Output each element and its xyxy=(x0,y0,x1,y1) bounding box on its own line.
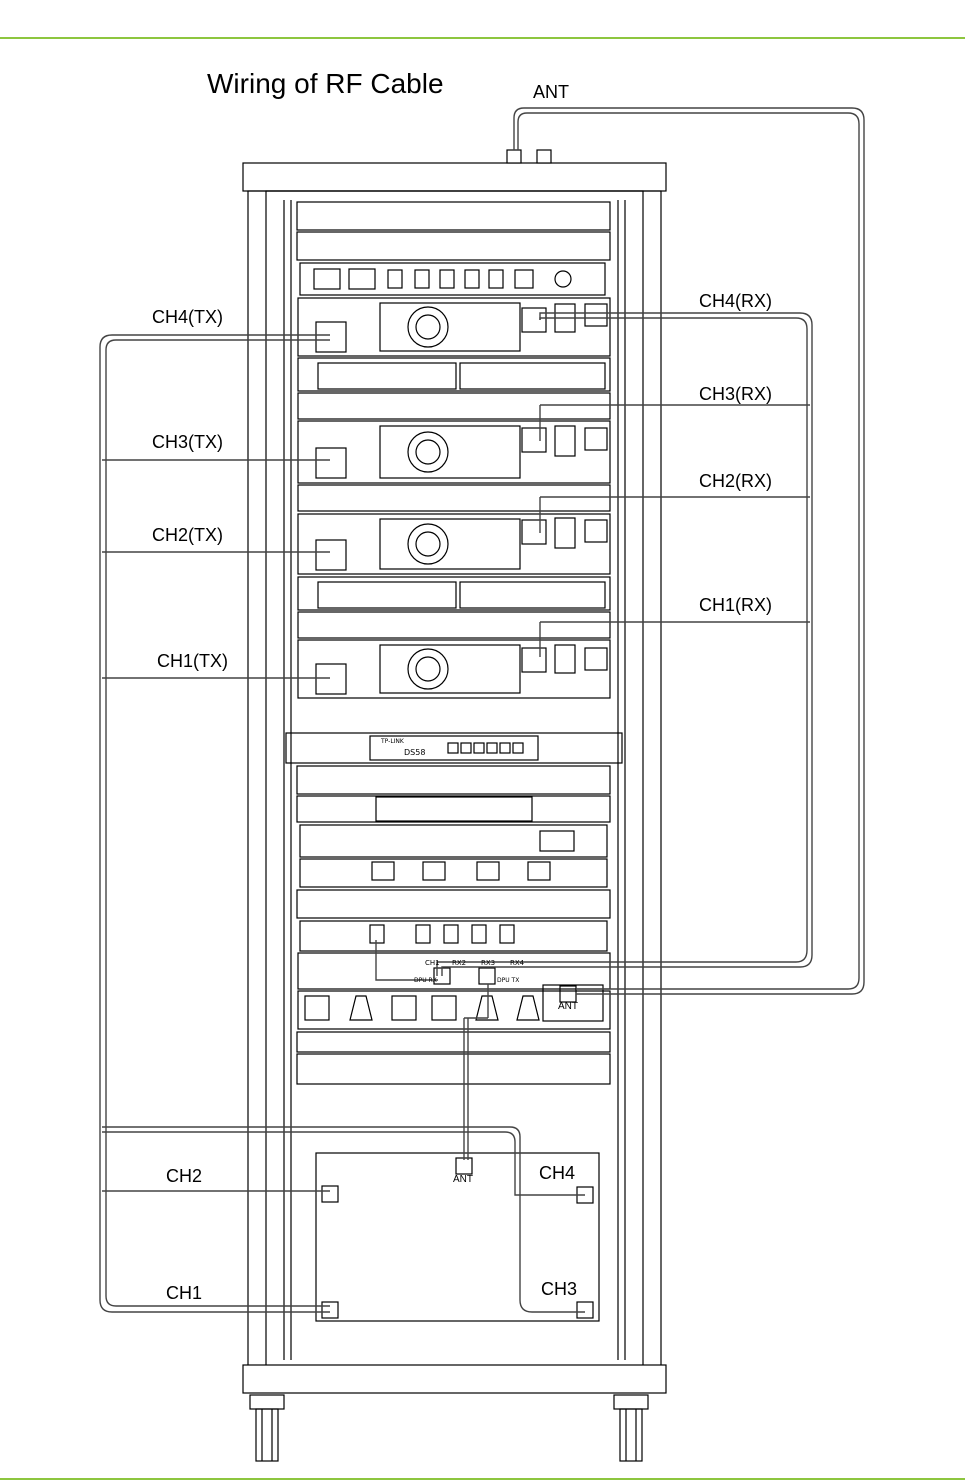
router xyxy=(297,796,610,822)
shelf-2 xyxy=(298,577,610,610)
label-ch1-tx: CH1(TX) xyxy=(157,651,228,672)
dpu-port-2: RX2 xyxy=(452,959,466,967)
label-top-ant: ANT xyxy=(533,82,569,103)
rack-base xyxy=(243,1365,666,1393)
dpu-tx-label: DPU TX xyxy=(497,977,519,984)
label-duplexer-ant: ANT xyxy=(453,1174,473,1185)
label-ch4-rx: CH4(RX) xyxy=(699,291,772,312)
dpu-port-3: RX3 xyxy=(481,959,495,967)
blank-panel xyxy=(297,766,610,794)
dpu-unit xyxy=(300,921,607,951)
repeater-ch1 xyxy=(298,640,610,698)
label-ch4: CH4 xyxy=(539,1163,575,1184)
rack-ant-connector-left xyxy=(507,150,521,163)
caster-left xyxy=(250,1395,284,1461)
blank-panel xyxy=(297,202,610,230)
label-ch3-tx: CH3(TX) xyxy=(152,432,223,453)
label-ch1-rx: CH1(RX) xyxy=(699,595,772,616)
pdu-strip xyxy=(300,263,605,295)
rf-cables xyxy=(100,108,864,1312)
network-switch xyxy=(286,733,622,763)
server-unit xyxy=(300,825,607,857)
shelf-1 xyxy=(298,358,610,391)
label-ch2-rx: CH2(RX) xyxy=(699,471,772,492)
label-ch1: CH1 xyxy=(166,1283,202,1304)
diagram-title: Wiring of RF Cable xyxy=(207,68,444,100)
blank-panel xyxy=(297,232,610,260)
rack-ant-connector-right xyxy=(537,150,551,163)
repeater-ch4 xyxy=(298,298,610,356)
label-ch2: CH2 xyxy=(166,1166,202,1187)
dpu-port-4: RX4 xyxy=(510,959,525,967)
dpu-port-1: CH1 xyxy=(425,959,440,967)
label-ch4-tx: CH4(TX) xyxy=(152,307,223,328)
label-ch3-rx: CH3(RX) xyxy=(699,384,772,405)
blank-panel xyxy=(297,1054,610,1084)
blank-panel xyxy=(298,612,610,638)
label-ch3: CH3 xyxy=(541,1279,577,1300)
caster-right xyxy=(614,1395,648,1461)
switch-brand: TP-LINK xyxy=(380,738,405,745)
blank-panel xyxy=(298,393,610,419)
label-ch2-tx: CH2(TX) xyxy=(152,525,223,546)
repeater-ch3 xyxy=(298,421,610,483)
controller-unit xyxy=(300,859,607,887)
rack-top-cap xyxy=(243,163,666,191)
blank-panel xyxy=(297,890,610,918)
label-combiner-ant: ANT xyxy=(558,1001,578,1012)
switch-model: DS58 xyxy=(404,748,425,757)
blank-panel xyxy=(298,485,610,511)
repeater-ch2 xyxy=(298,514,610,574)
dpu-rx-label: DPU RX xyxy=(414,977,437,984)
blank-panel xyxy=(297,1032,610,1052)
